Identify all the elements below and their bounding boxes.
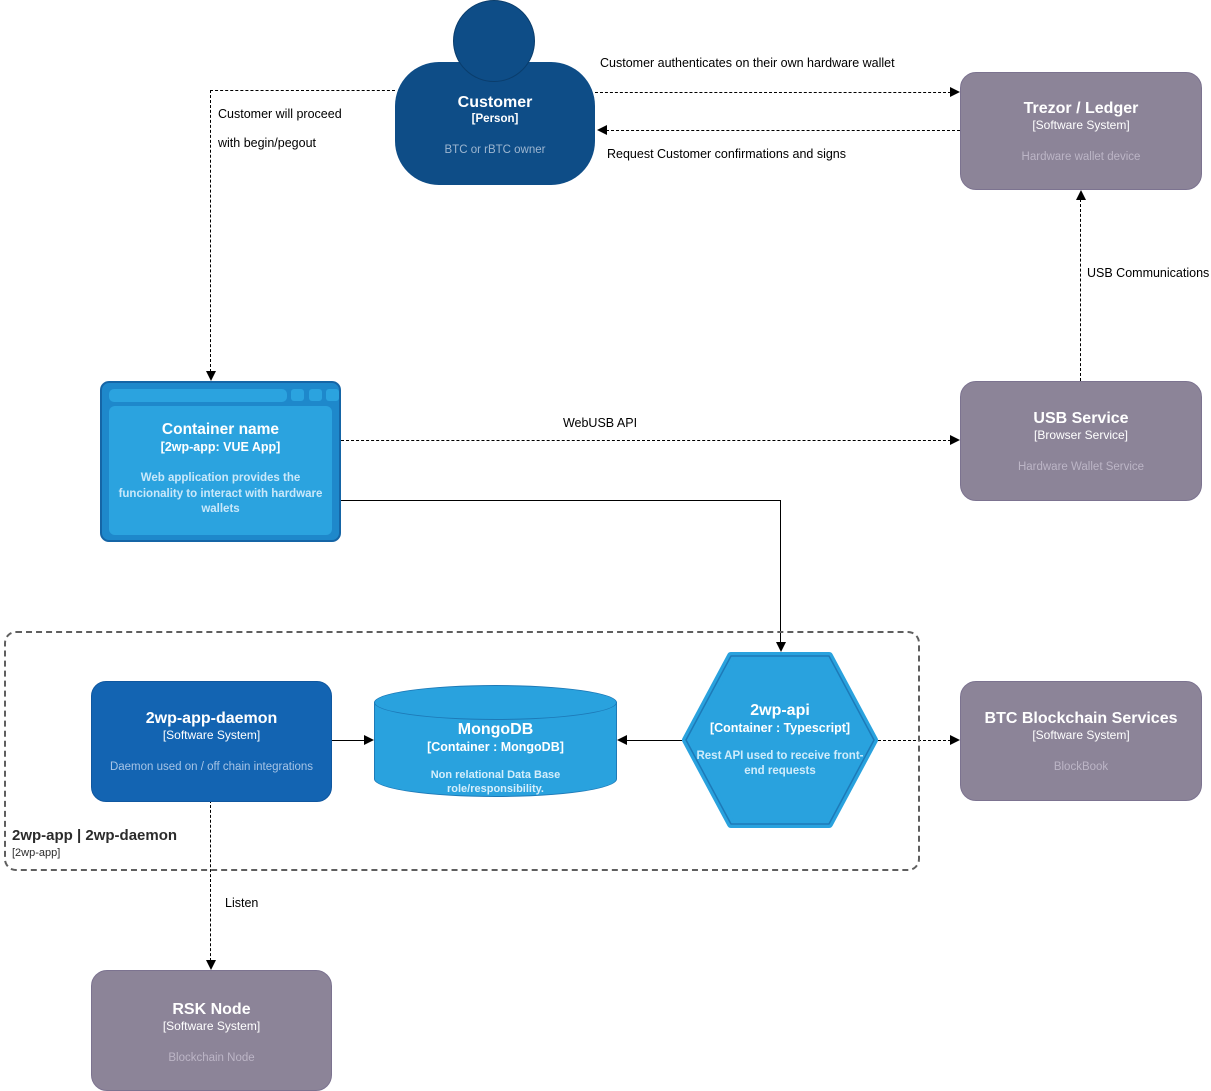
node-daemon-title: 2wp-app-daemon: [145, 710, 278, 727]
node-api-title: 2wp-api: [750, 702, 810, 719]
node-2wp-app-daemon[interactable]: 2wp-app-daemon [Software System] Daemon …: [91, 681, 332, 802]
edge-webapp-api-line-v: [780, 500, 781, 643]
hexagon-shape: [682, 652, 878, 828]
node-customer-desc: BTC or rBTC owner: [444, 144, 546, 157]
edge-customer-webapp-line-v: [210, 90, 211, 372]
node-btc-title: BTC Blockchain Services: [984, 710, 1178, 727]
edge-api-btc-line: [878, 740, 951, 741]
browser-address-bar: [109, 389, 287, 402]
edge-api-btc-arrowhead: [950, 735, 960, 745]
edge-webapp-api-line-h: [341, 500, 780, 501]
browser-content-panel: [109, 406, 332, 535]
edge-usbservice-trezor-line: [1080, 199, 1081, 381]
edge-daemon-rsk-arrowhead: [206, 960, 216, 970]
browser-button-icon: [291, 389, 304, 401]
edge-customer-webapp-label-line2: with begin/pegout: [218, 136, 316, 150]
browser-button-icon: [326, 389, 339, 401]
edge-trezor-customer-line: [606, 130, 960, 131]
browser-button-icon: [309, 389, 322, 401]
boundary-title: 2wp-app | 2wp-daemon: [12, 827, 178, 844]
edge-customer-trezor-arrowhead: [950, 87, 960, 97]
edge-customer-webapp-arrowhead: [206, 371, 216, 381]
mongodb-cylinder-top: [374, 685, 617, 720]
node-usb-service[interactable]: USB Service [Browser Service] Hardware W…: [960, 381, 1202, 501]
node-mongodb-desc: Non relational Data Base role/responsibi…: [430, 768, 561, 796]
edge-trezor-customer-arrowhead: [597, 125, 607, 135]
node-api-desc: Rest API used to receive front-end reque…: [696, 749, 864, 778]
edge-customer-trezor-line: [595, 92, 951, 93]
node-rsk-title: RSK Node: [172, 1001, 251, 1018]
node-rsk-type: [Software System]: [162, 1019, 261, 1034]
node-daemon-type: [Software System]: [162, 728, 261, 743]
edge-daemon-rsk-label: Listen: [225, 896, 259, 910]
node-rsk-desc: Blockchain Node: [168, 1051, 255, 1064]
node-api-type: [Container : Typescript]: [709, 721, 851, 736]
node-usbservice-title: USB Service: [1033, 410, 1129, 427]
boundary-2wp-app-daemon: [4, 631, 920, 871]
edge-customer-trezor-label: Customer authenticates on their own hard…: [600, 56, 895, 70]
node-btc-desc: BlockBook: [1053, 760, 1109, 773]
edge-api-mongodb-line: [627, 740, 682, 741]
node-webapp-title: Container name: [161, 421, 280, 438]
edge-daemon-mongodb-arrowhead: [364, 735, 374, 745]
node-mongodb[interactable]: MongoDB [Container : MongoDB] Non relati…: [374, 685, 617, 797]
boundary-subtitle: [2wp-app]: [12, 847, 61, 859]
edge-daemon-mongodb-line: [330, 740, 365, 741]
edge-usbservice-trezor-label: USB Communications: [1087, 266, 1210, 280]
node-usbservice-type: [Browser Service]: [1033, 428, 1129, 443]
node-rsk-node[interactable]: RSK Node [Software System] Blockchain No…: [91, 970, 332, 1091]
edge-webapp-api-arrowhead: [776, 642, 786, 652]
edge-webapp-usbservice-line: [341, 440, 951, 441]
node-trezor-desc: Hardware wallet device: [1021, 150, 1141, 163]
node-2wp-api[interactable]: 2wp-api [Container : Typescript] Rest AP…: [682, 652, 878, 828]
node-customer[interactable]: Customer [Person] BTC or rBTC owner: [395, 62, 595, 185]
node-customer-head-icon[interactable]: [453, 0, 535, 82]
node-webapp-desc: Web application provides the funcionalit…: [118, 472, 323, 516]
edge-api-mongodb-arrowhead: [617, 735, 627, 745]
node-customer-type: [Person]: [471, 113, 519, 126]
node-customer-title: Customer: [457, 94, 533, 111]
node-webapp-type: [2wp-app: VUE App]: [160, 439, 281, 454]
node-btc-blockchain-services[interactable]: BTC Blockchain Services [Software System…: [960, 681, 1202, 801]
node-mongodb-title: MongoDB: [457, 721, 534, 738]
edge-usbservice-trezor-arrowhead: [1076, 190, 1086, 200]
node-mongodb-type: [Container : MongoDB]: [427, 740, 564, 755]
node-trezor-ledger[interactable]: Trezor / Ledger [Software System] Hardwa…: [960, 72, 1202, 190]
node-btc-type: [Software System]: [1032, 728, 1130, 743]
node-daemon-desc: Daemon used on / off chain integrations: [109, 760, 314, 773]
edge-customer-webapp-label-line1: Customer will proceed: [218, 107, 342, 121]
node-trezor-type: [Software System]: [1032, 118, 1130, 133]
node-trezor-title: Trezor / Ledger: [1023, 100, 1139, 117]
node-usbservice-desc: Hardware Wallet Service: [1017, 460, 1145, 473]
edge-webapp-usbservice-label: WebUSB API: [562, 416, 638, 430]
edge-webapp-usbservice-arrowhead: [950, 435, 960, 445]
node-webapp-container[interactable]: Container name [2wp-app: VUE App] Web ap…: [100, 381, 341, 542]
edge-customer-webapp-line-h: [210, 90, 395, 91]
edge-trezor-customer-label: Request Customer confirmations and signs: [607, 147, 847, 161]
edge-daemon-rsk-line: [210, 800, 211, 961]
